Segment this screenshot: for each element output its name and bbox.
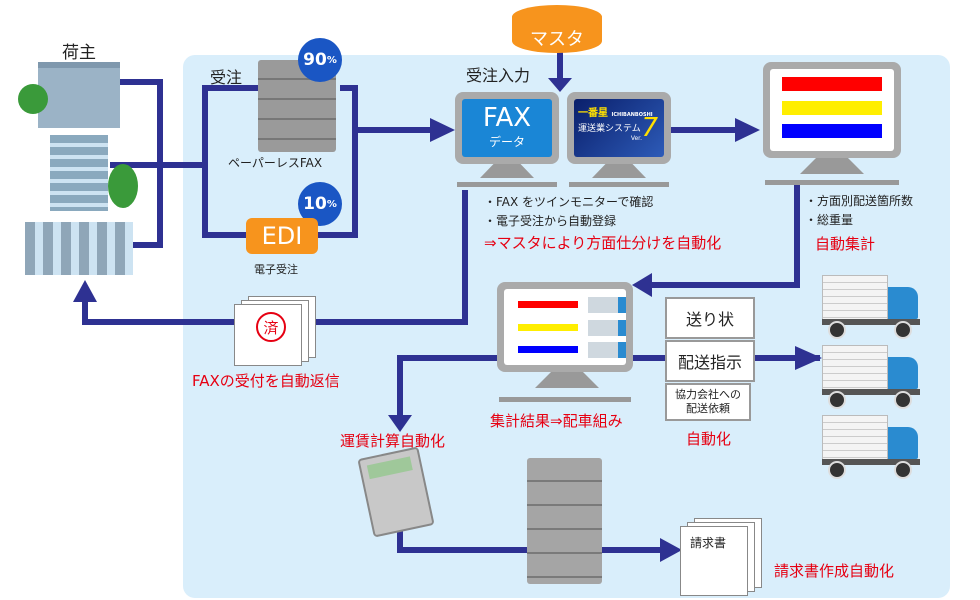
fax-data-monitor: FAX データ [455,92,559,164]
monitor-base [457,182,557,187]
monitor-base [499,397,631,402]
fax-percent-badge: 90% [298,38,342,82]
bullet-item: ・総重量 [805,213,854,227]
tree-icon [108,164,138,208]
paperless-fax-label: ペーパーレスFAX [228,156,323,170]
order-input-highlight: ⇒マスタにより方面仕分けを自動化 [484,234,722,252]
office-building-icon [38,62,120,128]
shipper-label: 荷主 [62,43,96,63]
blue-bar [518,346,578,353]
tree-icon [18,84,48,114]
truck-icon [822,275,922,339]
edi-sub-label: 電子受注 [254,263,298,276]
arrowhead [660,538,682,562]
truck-icon [822,415,922,479]
doc-box-partner-request: 協力会社への配送依頼 [665,383,751,421]
percent-unit: % [326,198,337,210]
freight-calc-label: 運賃計算自動化 [340,432,446,450]
aggregation-highlight: 自動集計 [815,235,876,253]
edi-box: EDI [246,218,318,254]
arrowhead [548,78,572,92]
fax-reply-label: FAXの受付を自動返信 [192,372,340,390]
connector-fax-out [340,85,430,133]
truck-icon [588,297,626,313]
invoice-label: 請求書作成自動化 [774,562,895,580]
brand-name: 一番星 [578,108,608,119]
yellow-bar [518,324,578,331]
fax-screen-title: FAX [482,103,532,133]
system-monitor: 一番星 ICHIBANBOSHI 運送業システム 7 Ver. [567,92,671,164]
fax-screen-subtitle: データ [488,135,525,149]
order-input-label: 受注入力 [466,66,531,85]
order-input-bullets: ・FAX をツインモニターで確認 ・電子受注から自動登録 [484,193,653,231]
blue-bar [782,124,882,138]
version-prefix: Ver. [630,135,642,142]
aggregation-bullets: ・方面別配送箇所数 ・総重量 [805,192,913,230]
red-bar [518,301,578,308]
connector-edi-out [318,130,358,238]
edi-percent: 10 [303,194,327,214]
order-label: 受注 [210,68,243,87]
arrowhead [735,118,760,142]
doc-box-delivery-instruction: 配送指示 [665,340,755,382]
truck-icon [588,342,626,358]
office-building-icon [50,135,108,211]
arrowhead [73,280,97,302]
bullet-item: ・電子受注から自動登録 [484,214,617,228]
arrowhead [430,118,455,142]
truck-icon [588,320,626,336]
arrowhead [795,346,822,370]
dispatch-label: 集計結果⇒配車組み [490,412,623,430]
invoice-doc-label: 請求書 [690,536,727,550]
connector-aggregate-to-dispatch [650,185,800,288]
master-label: マスタ [530,29,584,50]
dispatch-monitor [497,282,633,372]
master-database: マスタ [512,5,602,53]
monitor-stand [480,164,534,178]
office-building-icon [25,222,133,275]
brand-en: ICHIBANBOSHI [611,112,653,118]
documents-highlight: 自動化 [686,430,732,448]
monitor-base [569,182,669,187]
yellow-bar [782,101,882,115]
red-bar [782,77,882,91]
connector-order-loop [202,85,258,238]
arrowhead [388,415,412,432]
arrowhead [632,273,652,297]
monitor-stand [535,372,599,388]
monitor-base [765,180,899,185]
fax-percent: 90 [303,50,327,70]
done-stamp: 済 [256,312,286,342]
monitor-stand [592,164,646,178]
copier-icon [527,458,602,584]
monitor-stand [800,158,864,174]
system-name: 運送業システム [578,124,641,134]
invoice-document [680,526,748,596]
percent-unit: % [326,54,337,66]
doc-box-shipping-label: 送り状 [665,297,755,339]
bullet-item: ・方面別配送箇所数 [805,194,914,208]
bullet-item: ・FAX をツインモニターで確認 [484,195,654,209]
system-version: 7 [641,113,658,143]
truck-icon [822,345,922,409]
aggregation-monitor [763,62,901,158]
